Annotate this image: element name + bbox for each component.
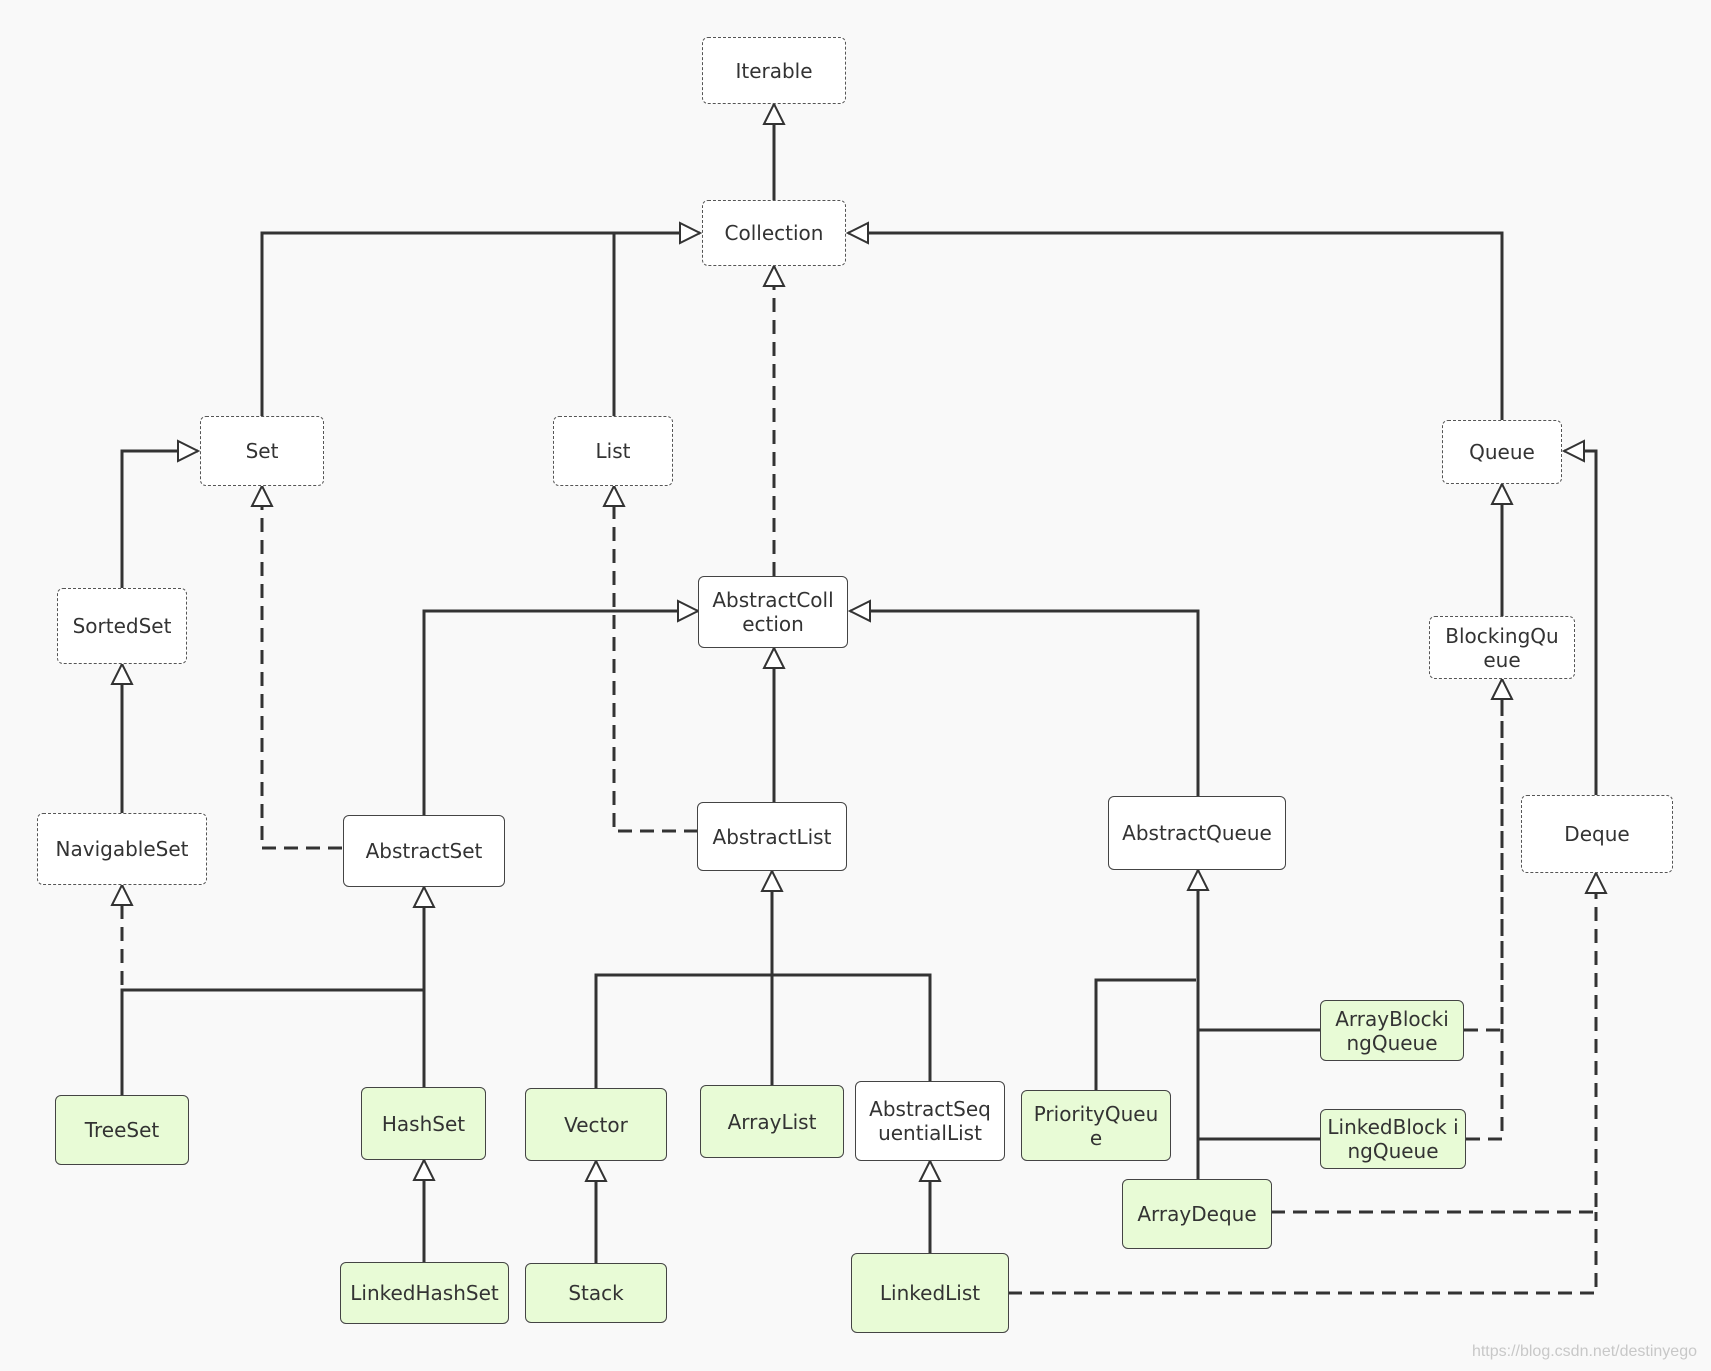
node-blockingqueue: BlockingQu eue [1429, 616, 1575, 679]
edge-treeset-abstractset [120, 887, 426, 1095]
node-stack: Stack [525, 1263, 667, 1323]
edge-abstractset-abstractcollection [422, 609, 698, 815]
arrow-abstractqueue-bottom [1186, 867, 1210, 891]
node-abstractcollection: AbstractColl ection [698, 576, 848, 648]
node-queue: Queue [1442, 420, 1562, 484]
arrow-abstractsequentiallist-bottom [918, 1158, 942, 1182]
arrow-hashset-bottom [412, 1157, 436, 1181]
edge-arrayblockingqueue-blockingqueue [1464, 679, 1504, 1032]
arrow-queue-right [1561, 439, 1585, 463]
node-navigableset: NavigableSet [37, 813, 207, 885]
edge-abstractsequentiallist-abstractlist [772, 973, 932, 1081]
arrow-abstractcollection-right [847, 599, 871, 623]
arrow-abstractset-bottom [412, 884, 436, 908]
arrow-collection-right [845, 221, 869, 245]
node-list: List [553, 416, 673, 486]
arrow-abstractlist-bottom [760, 868, 784, 892]
node-linkedblockingqueue: LinkedBlock ingQueue [1320, 1109, 1466, 1169]
edge-sortedset-set [120, 449, 198, 588]
arrow-iterable [762, 101, 786, 125]
node-collection: Collection [702, 200, 846, 266]
arrow-set-bottom [250, 483, 274, 507]
edge-linkedlist-deque [1008, 1212, 1598, 1295]
edge-abstractlist-list [612, 486, 698, 833]
arrow-list-bottom [602, 483, 626, 507]
node-deque: Deque [1521, 795, 1673, 873]
watermark-text: https://blog.csdn.net/destinyego [1471, 1343, 1697, 1360]
edge-queue-collection [848, 231, 1504, 420]
node-linkedhashset: LinkedHashSet [340, 1262, 509, 1324]
arrow-queue-bottom [1490, 481, 1514, 505]
edge-linkedblockingqueue-blockingqueue [1466, 679, 1504, 1141]
node-hashset: HashSet [361, 1087, 486, 1160]
arrow-set-left [177, 439, 201, 463]
node-arraylist: ArrayList [700, 1085, 844, 1158]
arrow-vector-bottom [584, 1158, 608, 1182]
node-arraydeque: ArrayDeque [1122, 1179, 1272, 1249]
arrow-abstractcollection-left [677, 599, 701, 623]
arrow-collection-bottom [762, 263, 786, 287]
edge-priorityqueue-abstractqueue [1094, 978, 1196, 1090]
node-abstractqueue: AbstractQueue [1108, 796, 1286, 870]
node-priorityqueue: PriorityQueu e [1021, 1090, 1171, 1161]
arrow-abstractcollection-bottom [762, 645, 786, 669]
edge-abstractset-set [260, 486, 342, 850]
node-sortedset: SortedSet [57, 588, 187, 664]
node-set: Set [200, 416, 324, 486]
edge-abstractqueue-abstractcollection [850, 609, 1200, 796]
node-treeset: TreeSet [55, 1095, 189, 1165]
edge-arraydeque-deque [1271, 873, 1598, 1214]
node-abstractlist: AbstractList [697, 802, 847, 871]
node-iterable: Iterable [702, 37, 846, 104]
arrow-sortedset-bottom [110, 661, 134, 685]
node-vector: Vector [525, 1088, 667, 1161]
arrow-deque-bottom [1584, 870, 1608, 894]
node-abstractsequentiallist: AbstractSeq uentialList [855, 1081, 1005, 1161]
arrow-blockingqueue-bottom [1490, 676, 1514, 700]
arrow-collection-left [679, 221, 703, 245]
edge-vector-abstractlist [594, 871, 774, 1088]
edge-set-collection [260, 231, 700, 416]
arrow-navigableset-bottom [110, 882, 134, 906]
node-linkedlist: LinkedList [851, 1253, 1009, 1333]
node-abstractset: AbstractSet [343, 815, 505, 887]
node-arrayblockingqueue: ArrayBlocki ngQueue [1320, 1000, 1464, 1061]
